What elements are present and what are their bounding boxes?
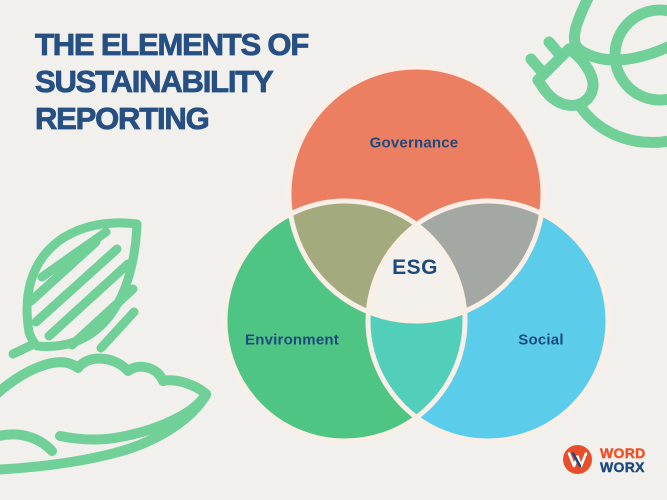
hand-icon	[0, 353, 211, 475]
governance-circle-outline	[286, 64, 546, 324]
environment-circle-outline	[222, 198, 468, 444]
triple-overlap-center	[368, 201, 465, 321]
social-circle-outline	[365, 198, 611, 444]
social-label: Social	[518, 331, 564, 349]
w-monogram-icon	[563, 445, 592, 474]
plug-and-globe-icon	[525, 0, 667, 148]
wordworx-logo: WORD WORX	[562, 444, 646, 475]
esg-center-label: ESG	[392, 256, 438, 279]
title-line-1: THE ELEMENTS OF	[35, 27, 310, 63]
title-line-2: SUSTAINABILITY	[35, 64, 275, 100]
logo-text-worx: WORX	[600, 458, 645, 475]
page-title: THE ELEMENTS OF SUSTAINABILITY REPORTING	[35, 26, 310, 137]
governance-label: Governance	[369, 134, 459, 152]
logo-text-word: WORD	[600, 444, 646, 461]
environment-label: Environment	[245, 331, 339, 349]
title-line-3: REPORTING	[35, 101, 211, 137]
leaf-icon	[8, 218, 142, 359]
